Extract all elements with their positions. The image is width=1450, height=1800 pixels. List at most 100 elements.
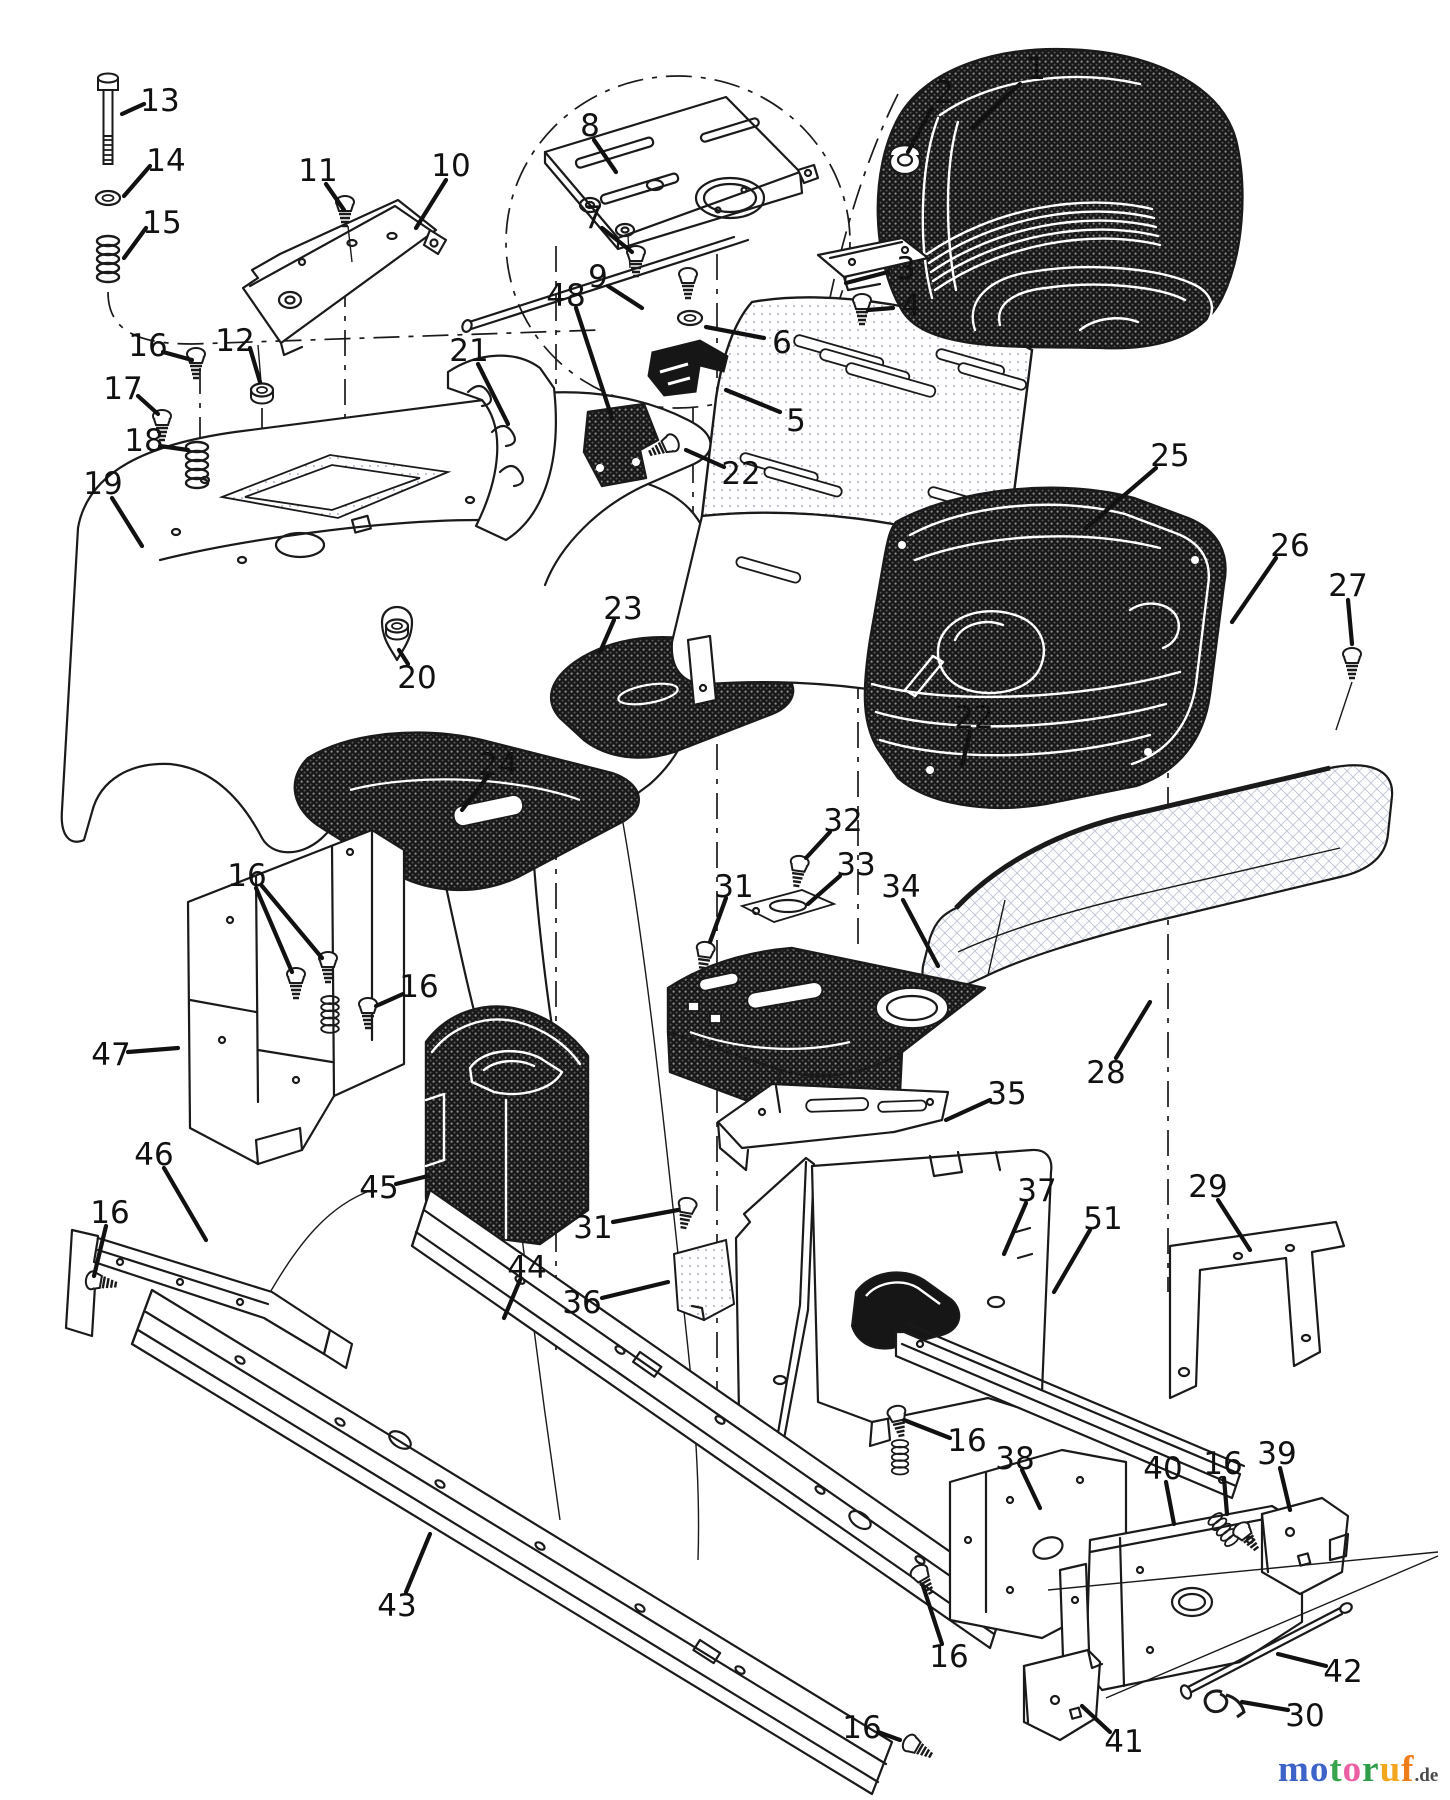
callout-16: 16 [90, 1195, 129, 1231]
leader-line-44 [501, 1277, 523, 1321]
watermark-letter: o [1309, 1749, 1330, 1790]
leader-line-20 [396, 647, 411, 667]
flange-nut-20 [384, 618, 410, 641]
pad-36 [672, 1238, 736, 1322]
watermark-letter: o [1342, 1749, 1363, 1790]
watermark-letter: r [1362, 1749, 1380, 1790]
clip-30 [1203, 1689, 1246, 1719]
leader-line-14 [121, 163, 153, 199]
leader-line-16 [259, 883, 325, 961]
leader-line-46 [161, 1165, 209, 1243]
callout-circle [505, 75, 851, 409]
nut-12 [249, 382, 275, 405]
callout-40: 40 [1143, 1451, 1182, 1487]
leader-line-31 [707, 895, 729, 945]
seat-part [876, 47, 1244, 350]
screw-27 [1341, 646, 1363, 680]
wing-knob-5 [647, 339, 729, 397]
callout-35: 35 [987, 1076, 1026, 1112]
callout-23: 23 [603, 591, 642, 627]
bracket-41 [1022, 1648, 1102, 1742]
callout-18: 18 [124, 423, 163, 459]
callout-4: 4 [901, 288, 921, 324]
callout-41: 41 [1104, 1724, 1143, 1760]
leader-line-41 [1079, 1703, 1113, 1735]
watermark-text: motoruf [1278, 1749, 1415, 1790]
leader-line-7 [599, 225, 635, 255]
rod-42 [1047, 1551, 1439, 1700]
leader-line-16 [875, 1729, 903, 1743]
leader-line-40 [1163, 1479, 1177, 1527]
callout-16: 16 [947, 1423, 986, 1459]
seat-bracket-3 [816, 236, 930, 279]
leader-line-16 [253, 885, 295, 975]
bracket-29-part [1168, 1220, 1346, 1400]
dash-insert-33 [739, 889, 837, 923]
callout-28: 28 [1086, 1055, 1125, 1091]
watermark-letter: u [1379, 1749, 1402, 1790]
callout-19: 19 [83, 466, 122, 502]
leader-line-22 [959, 729, 973, 769]
callout-7: 7 [583, 200, 603, 236]
callout-48: 48 [546, 278, 585, 314]
leader-line-9 [605, 283, 645, 311]
leader-line-48 [573, 305, 615, 421]
callout-45: 45 [359, 1170, 398, 1206]
callout-42: 42 [1323, 1654, 1362, 1690]
bolt-13 [96, 72, 120, 166]
leader-line-43 [403, 1531, 433, 1595]
callout-22: 22 [721, 456, 760, 492]
callout-27: 27 [1328, 568, 1367, 604]
callout-33: 33 [836, 847, 875, 883]
leader-line-37 [1001, 1200, 1029, 1257]
callout-44: 44 [507, 1250, 546, 1286]
leader-line-1 [969, 81, 1023, 131]
seat-plate-part [461, 95, 930, 397]
leader-line-21 [475, 361, 511, 427]
leader-line-25 [1083, 465, 1159, 531]
mount-plate-part [94, 72, 448, 490]
bolt-6 [677, 266, 699, 300]
leader-line-8 [591, 137, 619, 175]
firewall-assembly [672, 1082, 1246, 1500]
leader-line-11 [323, 181, 347, 213]
leader-line-16 [91, 1223, 109, 1279]
rod-9 [461, 235, 750, 333]
screw-16 [83, 1269, 119, 1295]
callout-14: 14 [146, 143, 185, 179]
callout-47: 47 [91, 1037, 130, 1073]
callout-22: 22 [954, 700, 993, 736]
callout-2: 2 [934, 75, 954, 111]
leader-line-16 [160, 349, 195, 363]
callout-16: 16 [227, 858, 266, 894]
spring-15 [95, 234, 121, 284]
callout-31: 31 [573, 1210, 612, 1246]
leader-line-32 [803, 829, 833, 861]
callout-20: 20 [397, 660, 436, 696]
leader-line-15 [121, 225, 149, 261]
dash-panel-part [666, 853, 987, 1115]
leader-line-51 [1051, 1227, 1093, 1295]
callout-32: 32 [823, 803, 862, 839]
callout-51: 51 [1083, 1201, 1122, 1237]
leader-line-42 [1275, 1651, 1329, 1669]
spring-16 [890, 1439, 910, 1476]
callout-25: 25 [1150, 438, 1189, 474]
callout-12: 12 [215, 323, 254, 359]
screw-16 [185, 346, 207, 380]
callout-21: 21 [449, 333, 488, 369]
bracket-47-part [186, 828, 406, 1166]
leader-line-10 [413, 177, 449, 231]
callout-36: 36 [562, 1285, 601, 1321]
callout-46: 46 [134, 1137, 173, 1173]
leader-line-16 [373, 991, 406, 1009]
leader-line-45 [393, 1173, 431, 1187]
watermark-logo: motoruf.de [1278, 1748, 1438, 1791]
callout-13: 13 [140, 83, 179, 119]
callout-10: 10 [431, 148, 470, 184]
leader-line-16 [901, 1417, 953, 1441]
callout-15: 15 [142, 205, 181, 241]
bracket-46-part [64, 1228, 354, 1370]
watermark-letter: m [1278, 1749, 1310, 1790]
callout-34: 34 [881, 869, 920, 905]
